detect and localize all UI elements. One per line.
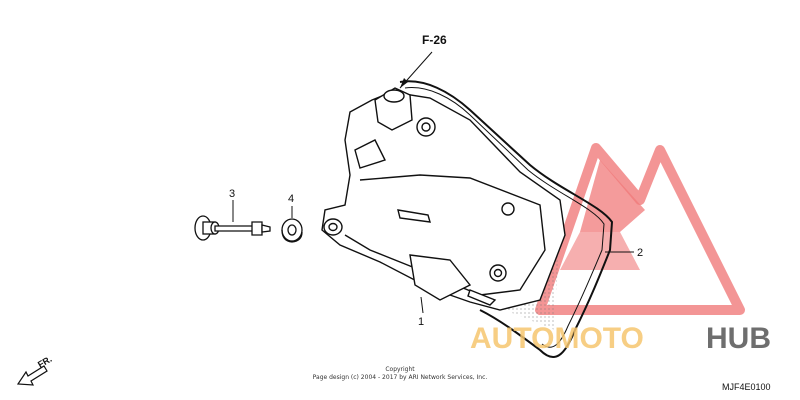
reference-label: F-26 xyxy=(422,33,447,47)
callout-2: 2 xyxy=(637,247,643,259)
callout-1: 1 xyxy=(418,316,424,328)
watermark-text-automoto: AUTOMOTO xyxy=(470,322,644,355)
watermark-logo xyxy=(535,143,745,315)
diagram-code: MJF4E0100 xyxy=(722,382,771,392)
front-arrow-icon xyxy=(16,365,48,386)
copyright-line2: Page design (c) 2004 - 2017 by ARI Netwo… xyxy=(313,374,488,381)
bolt xyxy=(194,215,271,241)
front-marker-label: FR. xyxy=(36,354,54,370)
cylinder-head-cover xyxy=(321,87,566,311)
watermark-text-hub: HUB xyxy=(706,322,771,355)
copyright-line1: Copyright xyxy=(385,366,415,373)
gasket xyxy=(399,80,614,358)
callout-4: 4 xyxy=(288,193,294,205)
callout-3: 3 xyxy=(229,188,235,200)
arrowhead-icon xyxy=(400,78,408,88)
washer xyxy=(281,218,303,243)
